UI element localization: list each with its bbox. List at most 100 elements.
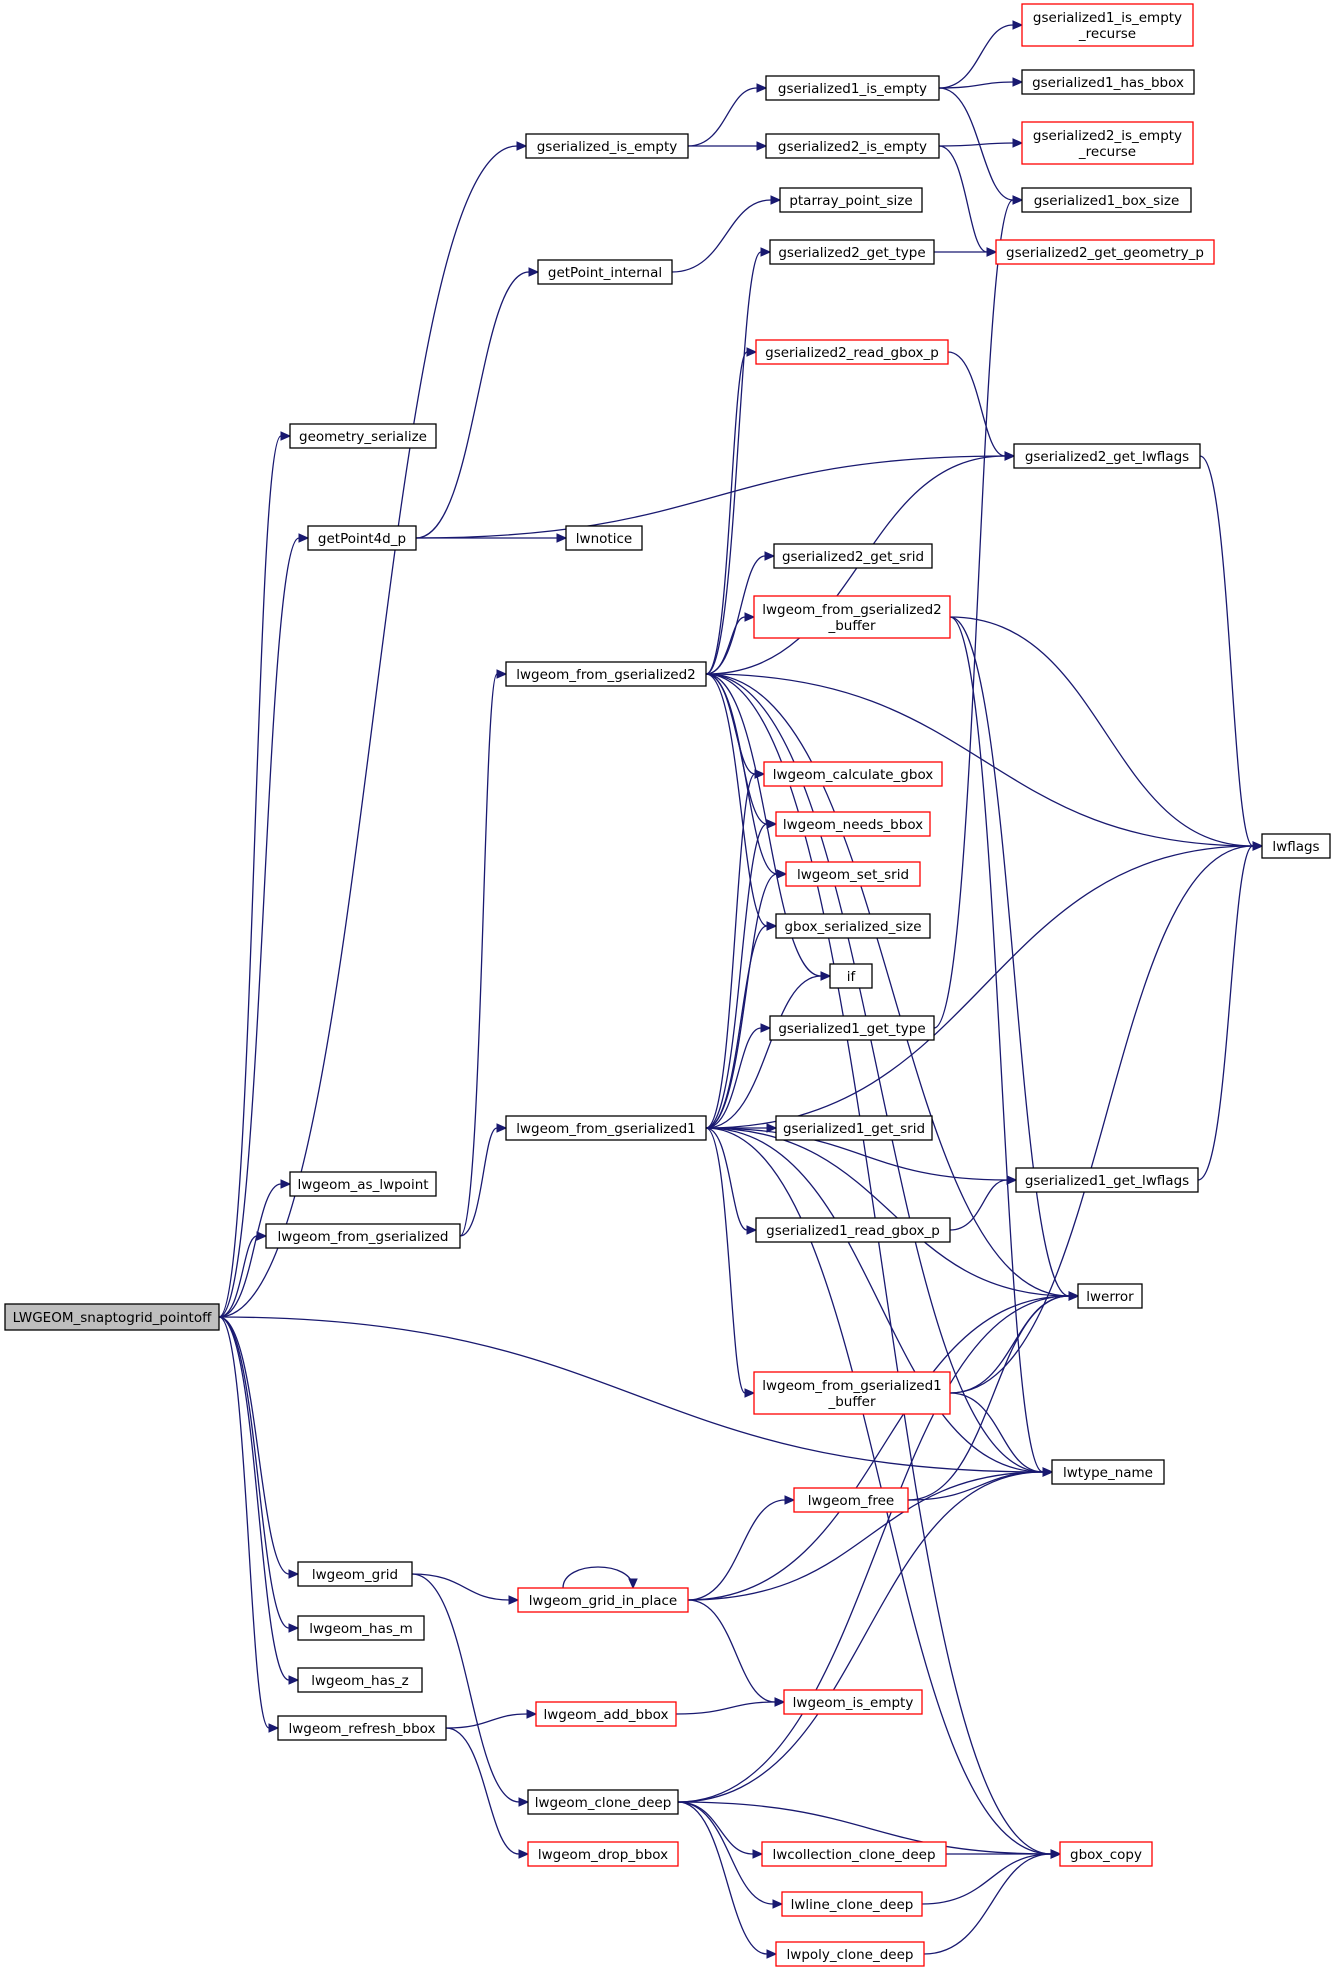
node-gserialized1-has-bbox[interactable]: gserialized1_has_bbox	[1021, 69, 1195, 95]
node-gbox-serialized-size[interactable]: gbox_serialized_size	[775, 913, 931, 939]
node-box[interactable]	[525, 133, 689, 159]
node-box[interactable]	[755, 1217, 951, 1243]
node-box[interactable]	[765, 75, 940, 101]
node-lwgeom-from-gserialized2[interactable]: lwgeom_from_gserialized2	[505, 661, 707, 687]
node-box[interactable]	[1261, 833, 1331, 859]
node-gserialized1-get-type[interactable]: gserialized1_get_type	[769, 1015, 935, 1041]
node-if[interactable]: if	[829, 963, 873, 989]
node-geometry-serialize[interactable]: geometry_serialize	[289, 423, 437, 449]
node-gserialized1-read-gbox-p[interactable]: gserialized1_read_gbox_p	[755, 1217, 951, 1243]
node-box[interactable]	[775, 1115, 933, 1141]
node-box[interactable]	[537, 259, 673, 285]
node-gserialized-is-empty[interactable]: gserialized_is_empty	[525, 133, 689, 159]
node-gserialized2-is-empty-recurse[interactable]: gserialized2_is_empty_recurse	[1021, 121, 1194, 165]
node-box[interactable]	[783, 1689, 923, 1715]
node-box[interactable]	[779, 187, 923, 213]
node-gserialized1-get-lwflags[interactable]: gserialized1_get_lwflags	[1015, 1167, 1199, 1193]
node-box[interactable]	[297, 1561, 413, 1587]
node-lwgeom-refresh-bbox[interactable]: lwgeom_refresh_bbox	[277, 1715, 447, 1741]
node-lwflags[interactable]: lwflags	[1261, 833, 1331, 859]
node-lwgeom-is-empty[interactable]: lwgeom_is_empty	[783, 1689, 923, 1715]
node-box[interactable]	[781, 1891, 923, 1917]
node-lwgeom-clone-deep[interactable]: lwgeom_clone_deep	[527, 1789, 679, 1815]
node-lwgeom-from-gserialized2-buffer[interactable]: lwgeom_from_gserialized2_buffer	[753, 595, 951, 639]
node-lwgeom-has-z[interactable]: lwgeom_has_z	[297, 1667, 423, 1693]
node-lwgeom-needs-bbox[interactable]: lwgeom_needs_bbox	[775, 811, 931, 837]
node-box[interactable]	[1021, 3, 1194, 47]
node-box[interactable]	[1059, 1841, 1153, 1867]
node-root[interactable]: LWGEOM_snaptogrid_pointoff	[4, 1303, 220, 1331]
node-box[interactable]	[1015, 1167, 1199, 1193]
node-lwgeom-from-gserialized[interactable]: lwgeom_from_gserialized	[265, 1223, 461, 1249]
node-box[interactable]	[775, 913, 931, 939]
node-box[interactable]	[995, 239, 1215, 265]
node-lwcollection-clone-deep[interactable]: lwcollection_clone_deep	[761, 1841, 947, 1867]
node-box[interactable]	[761, 1841, 947, 1867]
node-gserialized2-get-geometry-p[interactable]: gserialized2_get_geometry_p	[995, 239, 1215, 265]
node-lwgeom-has-m[interactable]: lwgeom_has_m	[297, 1615, 425, 1641]
node-box[interactable]	[289, 1171, 437, 1197]
node-box[interactable]	[769, 239, 935, 265]
node-box[interactable]	[753, 595, 951, 639]
node-gserialized1-is-empty[interactable]: gserialized1_is_empty	[765, 75, 940, 101]
node-lwgeom-grid[interactable]: lwgeom_grid	[297, 1561, 413, 1587]
node-box[interactable]	[1051, 1459, 1165, 1485]
node-lwgeom-from-gserialized1-buffer[interactable]: lwgeom_from_gserialized1_buffer	[753, 1371, 951, 1415]
node-box[interactable]	[565, 525, 643, 551]
node-box[interactable]	[265, 1223, 461, 1249]
node-box[interactable]	[1021, 187, 1192, 213]
node-box[interactable]	[297, 1667, 423, 1693]
node-box[interactable]	[297, 1615, 425, 1641]
node-lwgeom-grid-in-place[interactable]: lwgeom_grid_in_place	[517, 1587, 689, 1613]
node-box[interactable]	[277, 1715, 447, 1741]
node-lwerror[interactable]: lwerror	[1077, 1283, 1143, 1309]
node-gserialized2-get-type[interactable]: gserialized2_get_type	[769, 239, 935, 265]
node-gserialized2-is-empty[interactable]: gserialized2_is_empty	[765, 133, 940, 159]
node-box[interactable]	[775, 811, 931, 837]
node-box[interactable]	[4, 1303, 220, 1331]
node-box[interactable]	[517, 1587, 689, 1613]
node-box[interactable]	[535, 1701, 677, 1727]
node-lwgeom-calculate-gbox[interactable]: lwgeom_calculate_gbox	[763, 761, 943, 787]
node-gserialized2-read-gbox-p[interactable]: gserialized2_read_gbox_p	[755, 339, 949, 365]
node-box[interactable]	[785, 861, 921, 887]
node-box[interactable]	[527, 1841, 679, 1867]
node-gserialized2-get-lwflags[interactable]: gserialized2_get_lwflags	[1013, 443, 1201, 469]
node-lwgeom-from-gserialized1[interactable]: lwgeom_from_gserialized1	[505, 1115, 707, 1141]
node-lwgeom-free[interactable]: lwgeom_free	[793, 1487, 909, 1513]
node-box[interactable]	[527, 1789, 679, 1815]
node-lwgeom-as-lwpoint[interactable]: lwgeom_as_lwpoint	[289, 1171, 437, 1197]
node-lwgeom-set-srid[interactable]: lwgeom_set_srid	[785, 861, 921, 887]
node-box[interactable]	[755, 339, 949, 365]
node-getPoint-internal[interactable]: getPoint_internal	[537, 259, 673, 285]
node-box[interactable]	[289, 423, 437, 449]
node-box[interactable]	[1021, 121, 1194, 165]
node-box[interactable]	[753, 1371, 951, 1415]
node-gserialized1-box-size[interactable]: gserialized1_box_size	[1021, 187, 1192, 213]
node-box[interactable]	[763, 761, 943, 787]
node-ptarray-point-size[interactable]: ptarray_point_size	[779, 187, 923, 213]
node-box[interactable]	[1021, 69, 1195, 95]
node-box[interactable]	[1013, 443, 1201, 469]
node-getPoint4d-p[interactable]: getPoint4d_p	[307, 525, 417, 551]
node-lwgeom-add-bbox[interactable]: lwgeom_add_bbox	[535, 1701, 677, 1727]
node-box[interactable]	[769, 1015, 935, 1041]
node-box[interactable]	[505, 1115, 707, 1141]
node-gbox-copy[interactable]: gbox_copy	[1059, 1841, 1153, 1867]
node-box[interactable]	[765, 133, 940, 159]
node-gserialized1-get-srid[interactable]: gserialized1_get_srid	[775, 1115, 933, 1141]
node-lwline-clone-deep[interactable]: lwline_clone_deep	[781, 1891, 923, 1917]
node-lwnotice[interactable]: lwnotice	[565, 525, 643, 551]
node-lwpoly-clone-deep[interactable]: lwpoly_clone_deep	[775, 1941, 925, 1967]
node-gserialized2-get-srid[interactable]: gserialized2_get_srid	[773, 543, 933, 569]
node-box[interactable]	[505, 661, 707, 687]
node-box[interactable]	[307, 525, 417, 551]
node-lwtype-name[interactable]: lwtype_name	[1051, 1459, 1165, 1485]
node-box[interactable]	[829, 963, 873, 989]
node-box[interactable]	[773, 543, 933, 569]
node-gserialized1-is-empty-recurse[interactable]: gserialized1_is_empty_recurse	[1021, 3, 1194, 47]
node-box[interactable]	[793, 1487, 909, 1513]
node-box[interactable]	[1077, 1283, 1143, 1309]
node-box[interactable]	[775, 1941, 925, 1967]
node-lwgeom-drop-bbox[interactable]: lwgeom_drop_bbox	[527, 1841, 679, 1867]
